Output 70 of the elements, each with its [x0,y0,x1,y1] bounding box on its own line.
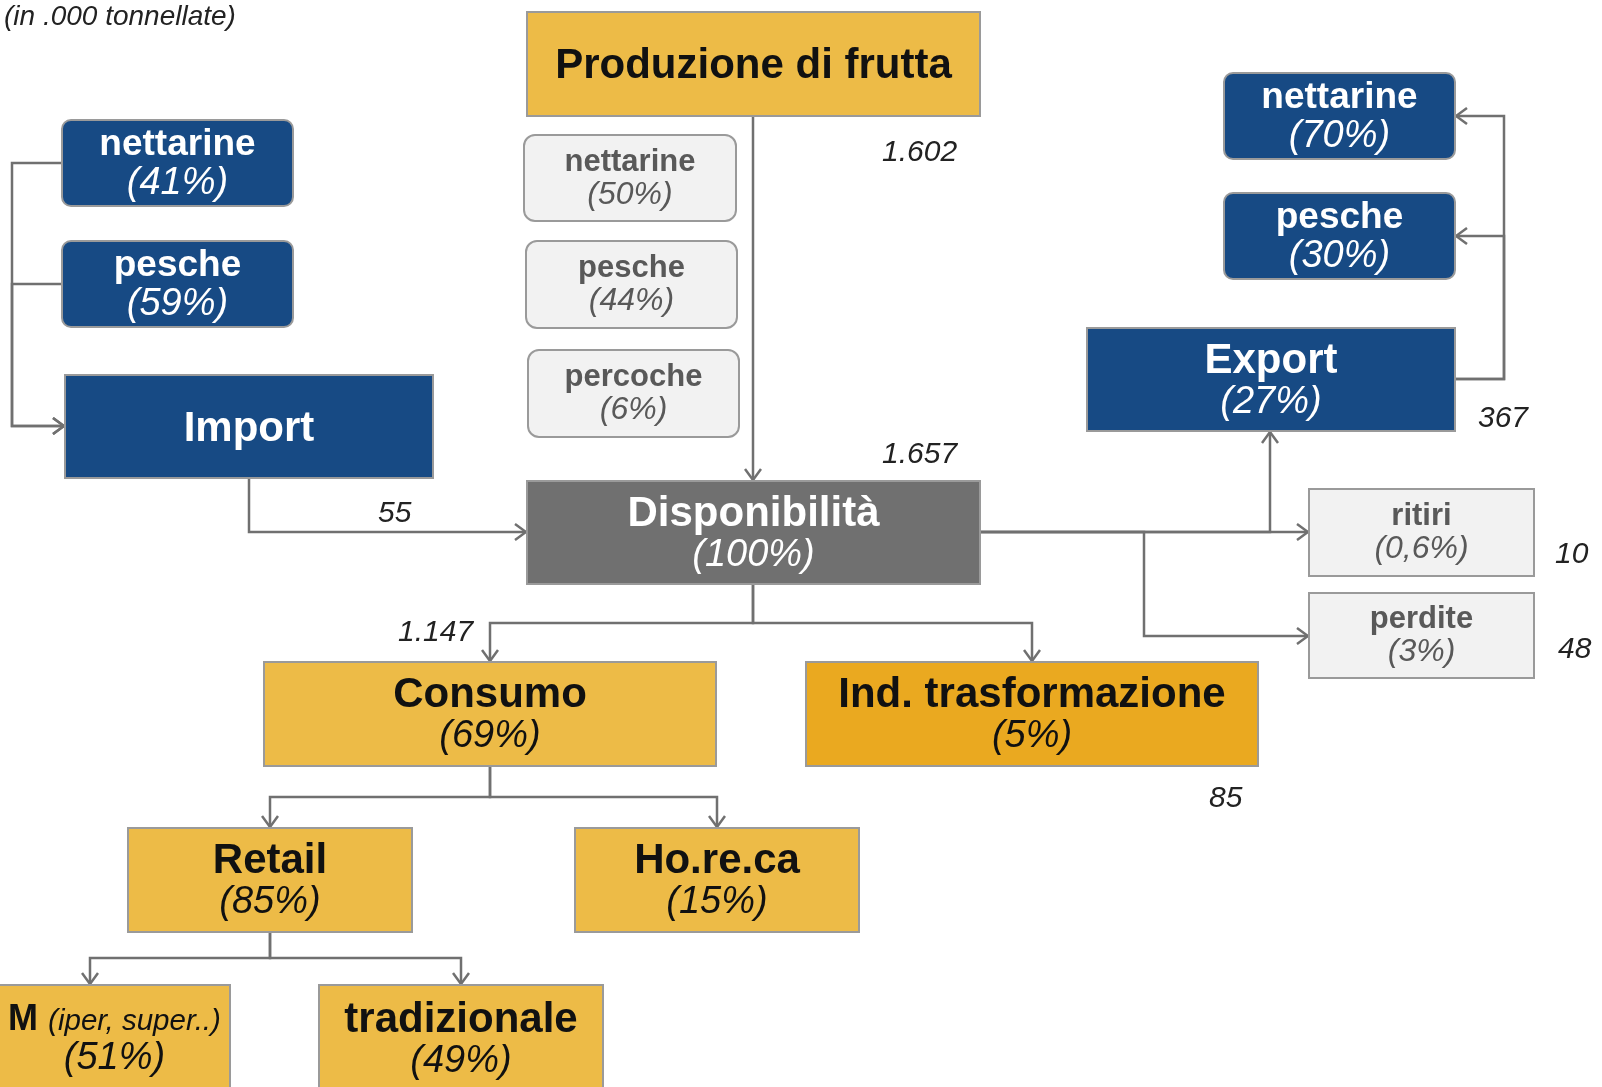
node-title: Export [1204,337,1338,380]
connector-arrow [743,117,763,482]
connector-arrow [1454,226,1506,381]
process-box [1086,327,1456,432]
connector-arrow [268,933,471,986]
node-title: Import [183,405,315,448]
share-percentage: (41%) [126,160,229,203]
connector-arrow [751,585,1042,663]
share-percentage: (85%) [219,880,321,922]
unit-note: (in .000 tonnellate) [4,2,236,30]
quantity-value: 367 [1478,402,1529,432]
process-box [318,984,604,1087]
quantity-value: 1.657 [882,438,958,468]
node-title: Ind. trasformazione [838,672,1226,715]
quantity-value: 1.602 [882,136,958,166]
share-percentage: (3%) [1387,633,1456,669]
share-percentage: (70%) [1288,113,1391,156]
share-percentage: (15%) [666,880,768,922]
process-box [526,480,981,585]
share-percentage: (44%) [588,282,675,318]
share-percentage: (50%) [587,175,673,212]
process-box [526,11,981,117]
share-box [523,134,737,222]
process-box [0,984,231,1087]
share-box [61,119,294,207]
node-title: Consumo [393,672,587,715]
share-percentage: (59%) [126,281,229,324]
node-title: pesche [1275,196,1404,234]
share-box [1308,592,1535,679]
connector-arrow [981,530,1310,646]
quantity-value: 1.147 [398,616,474,646]
share-box [525,240,738,329]
node-title: M (iper, super..) [8,1000,221,1037]
process-box [574,827,860,933]
share-percentage: (30%) [1288,233,1391,276]
node-title: Produzione di frutta [555,44,952,84]
node-title: nettarine [99,123,256,161]
share-box [61,240,294,328]
quantity-value: 10 [1555,538,1589,568]
share-percentage: (0,6%) [1374,530,1469,566]
node-title: Ho.re.ca [634,838,800,881]
node-title: Disponibilità [627,490,880,533]
share-box [1223,192,1456,280]
node-title: pesche [578,251,685,283]
share-box [1223,72,1456,160]
share-percentage: (49%) [410,1039,512,1081]
connector-arrow [10,282,66,436]
node-title: perdite [1369,602,1474,634]
share-percentage: (51%) [63,1036,166,1078]
node-title: nettarine [564,144,696,176]
node-title: Retail [212,838,328,881]
node-title: nettarine [1261,76,1418,114]
share-percentage: (5%) [991,714,1073,756]
quantity-value: 48 [1558,633,1592,663]
edge-label: 55 [378,497,412,527]
quantity-value: 85 [1209,782,1243,812]
share-box [527,349,740,438]
process-box [263,661,717,767]
process-box [805,661,1259,767]
connector-arrow [247,479,528,542]
process-box [127,827,413,933]
process-box [64,374,434,479]
node-title: tradizionale [344,997,578,1040]
node-title: percoche [564,360,703,392]
share-box [1308,488,1535,577]
node-title: pesche [113,244,242,282]
share-percentage: (69%) [439,714,541,756]
share-percentage: (6%) [599,391,668,427]
node-title: ritiri [1391,499,1452,531]
connector-arrow [488,767,727,829]
